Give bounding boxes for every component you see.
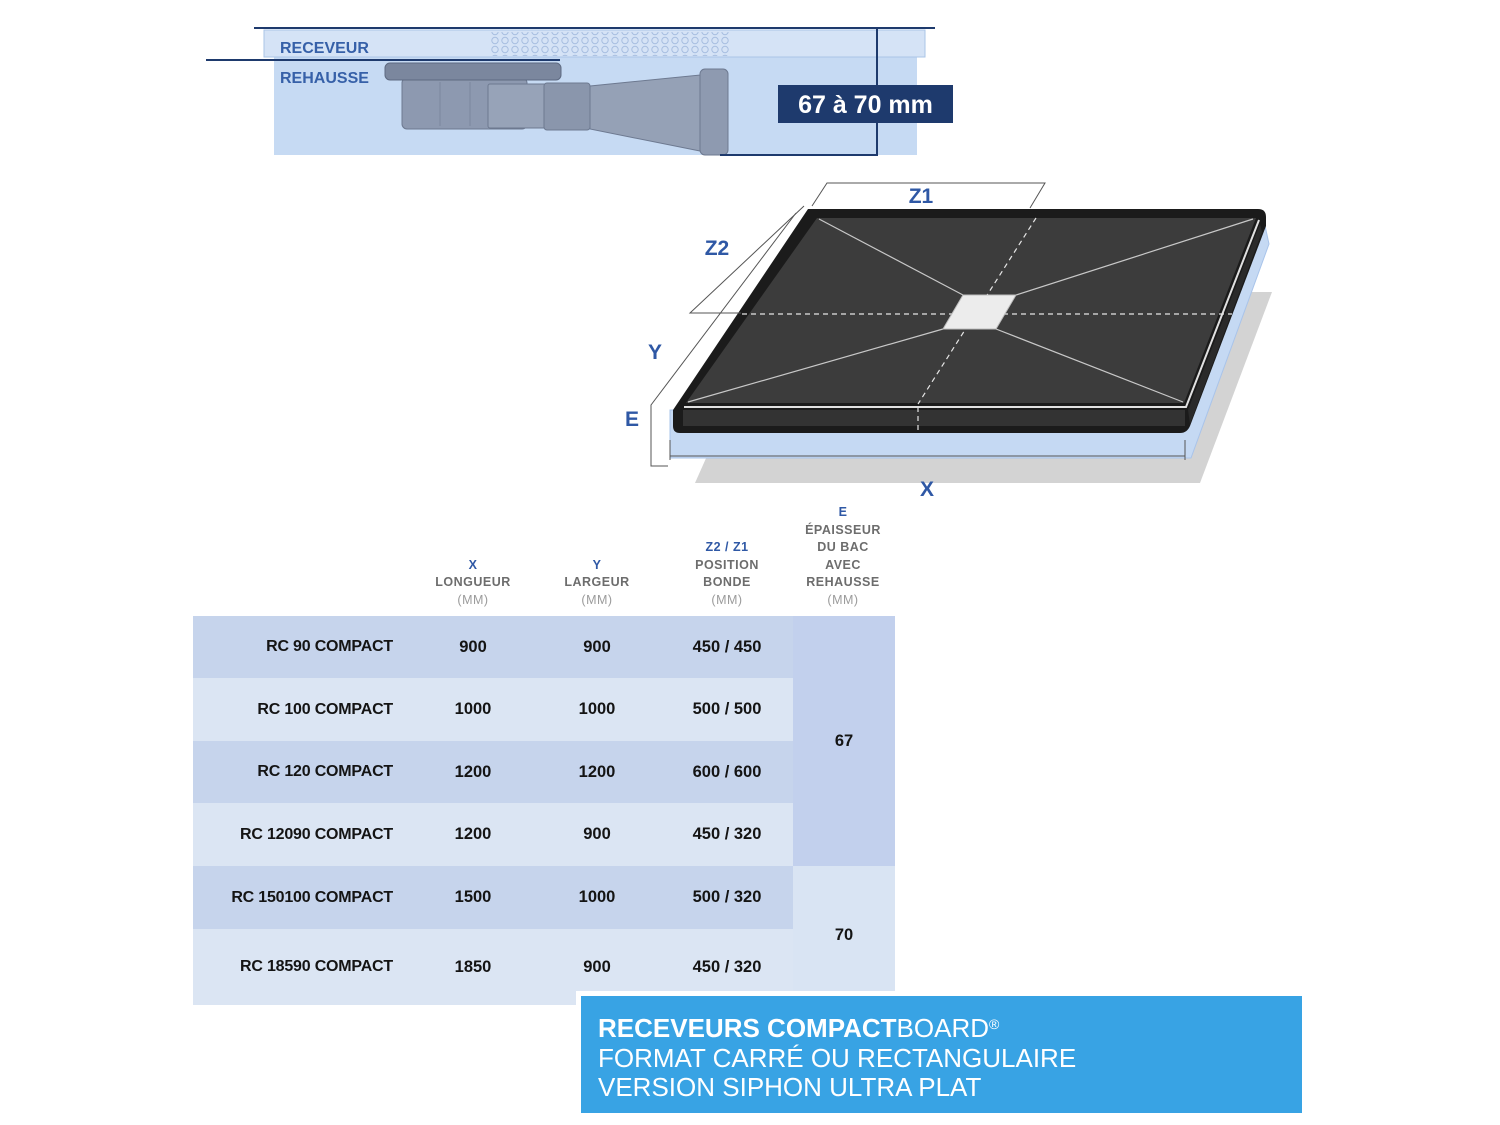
model-name: RC 100 COMPACT bbox=[257, 700, 393, 718]
header-key: X bbox=[468, 557, 478, 572]
drain-siphon bbox=[384, 62, 729, 156]
header-label: ÉPAISSEUR bbox=[805, 522, 881, 537]
height-label-box bbox=[778, 85, 953, 123]
cross-section-diagram: RECEVEUR REHAUSSE 67 à 70 mm bbox=[206, 27, 953, 156]
header-label: DU BAC bbox=[817, 540, 869, 554]
dimension-label-z2: Z2 bbox=[705, 237, 730, 260]
header-label: REHAUSSE bbox=[806, 575, 880, 589]
banner-title-bold: RECEVEURS COMPACT bbox=[598, 1013, 897, 1043]
header-unit: (MM) bbox=[827, 592, 859, 607]
header-unit: (MM) bbox=[711, 592, 743, 607]
model-name: RC 90 COMPACT bbox=[266, 638, 393, 655]
width-value: 900 bbox=[583, 637, 611, 656]
drain-grate bbox=[942, 294, 1017, 330]
dimension-label-e: E bbox=[625, 408, 639, 431]
table-row: RC 12090 COMPACT 1200 900 450 / 320 bbox=[193, 803, 793, 866]
dimension-label-y: Y bbox=[648, 341, 662, 364]
drain-position-value: 500 / 500 bbox=[692, 700, 762, 718]
width-value: 1200 bbox=[578, 762, 616, 781]
header-label: LONGUEUR bbox=[435, 575, 511, 589]
thickness-value-group-2: 70 bbox=[793, 866, 895, 1005]
tray-side-face bbox=[1188, 224, 1262, 424]
model-name: RC 120 COMPACT bbox=[257, 763, 393, 780]
banner-subtitle-1: FORMAT CARRÉ OU RECTANGULAIRE bbox=[598, 1042, 1077, 1073]
model-name: RC 12090 COMPACT bbox=[240, 825, 393, 843]
registered-mark: ® bbox=[989, 1016, 1000, 1032]
header-key: Z2 / Z1 bbox=[705, 540, 749, 554]
header-unit: (MM) bbox=[457, 592, 489, 607]
header-label: POSITION bbox=[695, 557, 759, 572]
drain-position-value: 450 / 320 bbox=[692, 825, 762, 843]
table-row: RC 150100 COMPACT 1500 1000 500 / 320 bbox=[193, 866, 793, 929]
length-value: 1200 bbox=[454, 825, 492, 843]
header-e: E ÉPAISSEUR DU BAC AVEC REHAUSSE (MM) bbox=[773, 504, 913, 609]
width-value: 900 bbox=[583, 825, 611, 843]
drain-position-value: 450 / 450 bbox=[692, 637, 762, 656]
drain-position-value: 500 / 320 bbox=[692, 888, 762, 906]
length-value: 1000 bbox=[454, 700, 492, 718]
banner-title-light: BOARD bbox=[896, 1013, 990, 1043]
tile-texture bbox=[490, 32, 730, 56]
table-row: RC 18590 COMPACT 1850 900 450 / 320 bbox=[193, 929, 793, 1005]
length-value: 1850 bbox=[454, 957, 492, 976]
drain-position-value: 600 / 600 bbox=[692, 762, 762, 781]
tray-diagram: Z1 Z2 Y E X bbox=[625, 182, 1272, 500]
length-value: 900 bbox=[459, 637, 487, 656]
table-row: RC 100 COMPACT 1000 1000 500 / 500 bbox=[193, 678, 793, 741]
tray-edge-highlight bbox=[684, 219, 1260, 408]
thickness-value-group-1: 67 bbox=[793, 616, 895, 866]
drain-position-value: 450 / 320 bbox=[692, 957, 762, 976]
dimension-label-z1: Z1 bbox=[909, 185, 934, 208]
banner-subtitle-2: VERSION SIPHON ULTRA PLAT bbox=[598, 1072, 982, 1102]
model-name: RC 18590 COMPACT bbox=[240, 958, 393, 975]
table-row: RC 90 COMPACT 900 900 450 / 450 bbox=[193, 616, 793, 678]
width-value: 1000 bbox=[578, 888, 616, 906]
header-label: LARGEUR bbox=[564, 575, 630, 589]
product-banner: RECEVEURS COMPACTBOARD® FORMAT CARRÉ OU … bbox=[576, 991, 1307, 1118]
rehausse-label: REHAUSSE bbox=[280, 70, 369, 87]
dimension-label-x: X bbox=[920, 478, 934, 500]
table-row: RC 120 COMPACT 1200 1200 600 / 600 bbox=[193, 741, 793, 803]
length-value: 1200 bbox=[454, 762, 492, 781]
header-z2-z1: Z2 / Z1 POSITION BONDE (MM) bbox=[657, 539, 797, 609]
banner-title: RECEVEURS COMPACTBOARD® bbox=[598, 1013, 1302, 1044]
header-label: AVEC bbox=[825, 557, 861, 572]
header-x: X LONGUEUR (MM) bbox=[403, 557, 543, 610]
tray-front-face bbox=[683, 410, 1185, 426]
width-value: 1000 bbox=[578, 700, 616, 718]
header-key: Y bbox=[592, 557, 602, 572]
header-unit: (MM) bbox=[581, 592, 613, 607]
header-key: E bbox=[838, 505, 848, 519]
length-value: 1500 bbox=[454, 888, 492, 906]
header-y: Y LARGEUR (MM) bbox=[527, 557, 667, 610]
slope-lines bbox=[687, 218, 1254, 403]
width-value: 900 bbox=[583, 957, 611, 976]
header-label: BONDE bbox=[703, 575, 751, 589]
height-label: 67 à 70 mm bbox=[798, 91, 933, 119]
model-name: RC 150100 COMPACT bbox=[231, 888, 393, 906]
receveur-label: RECEVEUR bbox=[280, 40, 369, 57]
dimension-lines bbox=[650, 182, 1186, 467]
